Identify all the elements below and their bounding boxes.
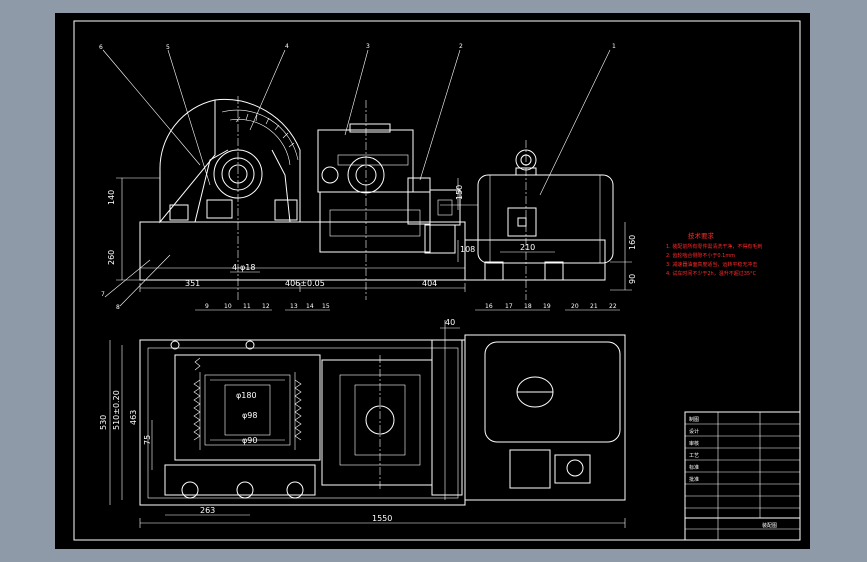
title-row-1: 制图 bbox=[689, 416, 699, 423]
part-number-6: 6 bbox=[99, 44, 103, 51]
title-block: 制图 设计 审核 工艺 标准 批准 装配图 bbox=[684, 411, 801, 541]
note-line-4: 4. 试车时间不少于2h，温升不超过35°C bbox=[666, 270, 757, 277]
note-line-3: 3. 减速器油面高度适当，运转平稳无冲击 bbox=[666, 261, 757, 268]
part-number-4: 4 bbox=[285, 43, 289, 50]
dim-160: 160 bbox=[628, 235, 637, 250]
part-number-3: 3 bbox=[366, 43, 370, 50]
plan-drum bbox=[174, 354, 321, 461]
electric-motor bbox=[477, 174, 614, 264]
title-row-5: 标准 bbox=[689, 464, 699, 471]
note-line-2: 2. 齿轮啮合侧隙不小于0.1mm bbox=[666, 252, 735, 259]
part-number-12: 12 bbox=[262, 303, 270, 310]
dim-530: 530 bbox=[99, 415, 108, 430]
drawing-border bbox=[73, 20, 801, 541]
dim-phi180: φ180 bbox=[236, 391, 257, 400]
dim-260: 260 bbox=[107, 250, 116, 265]
notes-title: 技术要求 bbox=[688, 231, 715, 240]
dim-510: 510±0.20 bbox=[112, 390, 121, 430]
dim-210: 210 bbox=[520, 243, 535, 252]
dim-phi98: φ98 bbox=[242, 411, 257, 420]
part-number-22: 22 bbox=[609, 303, 617, 310]
dim-263: 263 bbox=[200, 506, 215, 515]
dim-4-phi18: 4-φ18 bbox=[232, 263, 255, 272]
part-number-20: 20 bbox=[571, 303, 579, 310]
dim-150: 150 bbox=[455, 185, 464, 200]
dim-40: 40 bbox=[445, 318, 455, 327]
part-number-2: 2 bbox=[459, 43, 463, 50]
dim-phi90: φ90 bbox=[242, 436, 257, 445]
drum-guard bbox=[159, 99, 216, 224]
note-line-1: 1. 装配前所有零件需清洗干净，不得有毛刺 bbox=[666, 243, 762, 250]
part-number-18: 18 bbox=[524, 303, 532, 310]
part-number-21: 21 bbox=[590, 303, 598, 310]
part-number-1: 1 bbox=[612, 43, 616, 50]
title-row-2: 设计 bbox=[689, 428, 699, 435]
dim-140: 140 bbox=[107, 190, 116, 205]
leader-lines-bottom bbox=[104, 254, 620, 311]
plan-coils bbox=[193, 379, 302, 441]
technical-notes: 技术要求 1. 装配前所有零件需清洗干净，不得有毛刺 2. 齿轮啮合侧隙不小于0… bbox=[666, 231, 762, 277]
plan-brake bbox=[509, 449, 551, 489]
part-number-10: 10 bbox=[224, 303, 232, 310]
part-number-9: 9 bbox=[205, 303, 209, 310]
plan-motor bbox=[484, 341, 621, 443]
title-row-6: 批准 bbox=[689, 476, 699, 483]
title-row-4: 工艺 bbox=[689, 453, 699, 459]
drum-teeth bbox=[235, 113, 295, 148]
dim-406: 406±0.05 bbox=[285, 279, 325, 288]
drawing-name: 装配图 bbox=[762, 522, 777, 529]
leader-lines-top bbox=[102, 49, 611, 196]
dim-463: 463 bbox=[129, 410, 138, 425]
front-view: 6 5 4 3 2 1 7 8 9 10 11 12 13 14 15 16 1… bbox=[99, 43, 637, 311]
dim-90: 90 bbox=[628, 274, 637, 284]
title-row-3: 审核 bbox=[689, 440, 699, 447]
part-number-17: 17 bbox=[505, 303, 513, 310]
part-number-7: 7 bbox=[101, 291, 105, 298]
dim-351: 351 bbox=[185, 279, 200, 288]
dimension-lines-front bbox=[116, 177, 632, 292]
part-number-14: 14 bbox=[306, 303, 314, 310]
dim-404: 404 bbox=[422, 279, 437, 288]
part-number-19: 19 bbox=[543, 303, 551, 310]
part-number-5: 5 bbox=[166, 44, 170, 51]
motor-base bbox=[464, 239, 606, 281]
dim-1550: 1550 bbox=[372, 514, 392, 523]
dim-75: 75 bbox=[143, 435, 152, 445]
part-number-16: 16 bbox=[485, 303, 493, 310]
part-number-8: 8 bbox=[116, 304, 120, 311]
plan-view: 40 530 510±0.20 463 75 φ180 φ98 φ90 263 … bbox=[99, 318, 626, 528]
part-number-11: 11 bbox=[243, 303, 251, 310]
dim-108: 108 bbox=[460, 245, 475, 254]
part-number-15: 15 bbox=[322, 303, 330, 310]
part-number-13: 13 bbox=[290, 303, 298, 310]
